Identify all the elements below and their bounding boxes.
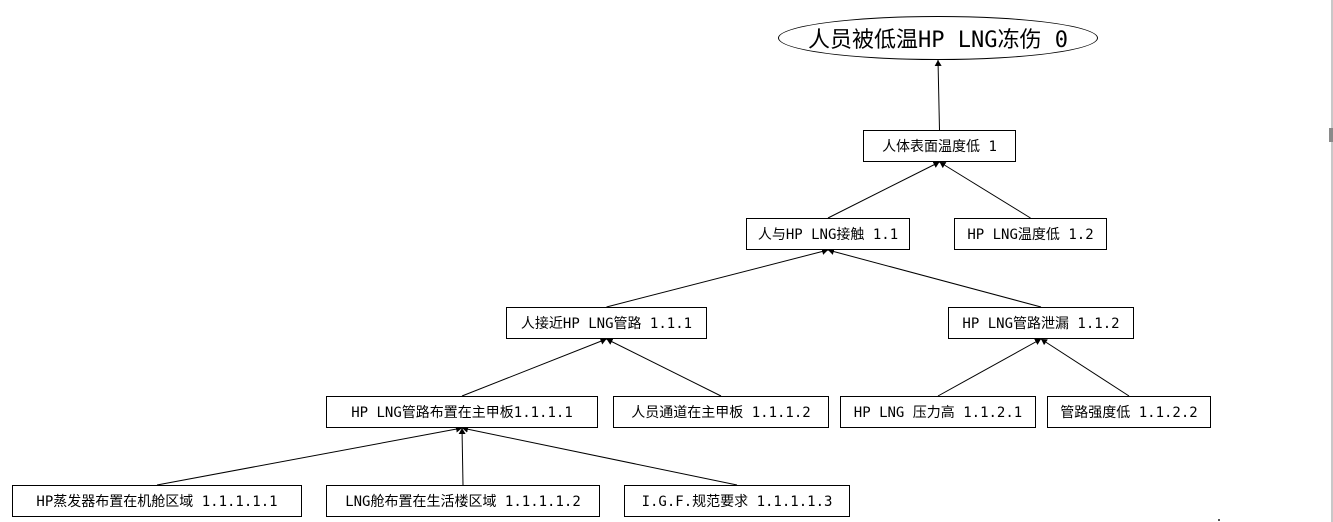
event-node-1-1-1-1-2: LNG舱布置在生活楼区域 1.1.1.1.2 [326,485,600,517]
event-node-1-1-2-1-label: HP LNG 压力高 1.1.2.1 [853,405,1023,421]
event-node-1-1-1-2-label: 人员通道在主甲板 1.1.1.2 [631,405,811,421]
top-event-ellipse: 人员被低温HP LNG冻伤 0 [778,16,1098,60]
connector-arrow-n1112-to-n111 [606,338,722,397]
edge-tick-mark [1329,128,1333,142]
connector-arrow-n11-to-n1 [827,161,940,219]
event-node-1-1-1-label: 人接近HP LNG管路 1.1.1 [520,316,693,332]
connector-arrow-n11113-to-n1111 [461,425,738,486]
event-node-1: 人体表面温度低 1 [863,130,1016,162]
event-node-1-1-2: HP LNG管路泄漏 1.1.2 [948,307,1134,339]
event-node-1-1-1-1-3: I.G.F.规范要求 1.1.1.1.3 [624,485,850,517]
event-node-1-1-2-2-label: 管路强度低 1.1.2.2 [1060,405,1198,421]
window-edge [1331,0,1333,522]
event-node-1-1: 人与HP LNG接触 1.1 [746,218,910,250]
connector-arrow-n1111-to-n111 [461,337,607,397]
connector-arrow-n111-to-n11 [606,248,829,308]
event-node-1-2: HP LNG温度低 1.2 [954,218,1107,250]
event-node-1-1-2-label: HP LNG管路泄漏 1.1.2 [962,316,1120,332]
event-node-1-1-1-1-1: HP蒸发器布置在机舱区域 1.1.1.1.1 [12,485,302,517]
event-node-1-1-2-2: 管路强度低 1.1.2.2 [1047,396,1211,428]
connector-arrow-n11111-to-n1111 [156,425,463,486]
connector-arrow-n1122-to-n112 [1040,338,1130,397]
event-node-1-1-label: 人与HP LNG接触 1.1 [757,227,899,243]
connector-arrow-n1121-to-n112 [937,338,1042,397]
top-event-label: 人员被低温HP LNG冻伤 0 [808,28,1068,53]
event-node-1-label: 人体表面温度低 1 [882,139,997,155]
event-node-1-1-1-2: 人员通道在主甲板 1.1.1.2 [613,396,829,428]
event-node-1-1-2-1: HP LNG 压力高 1.1.2.1 [840,396,1036,428]
event-node-1-1-1-1-label: HP LNG管路布置在主甲板1.1.1.1 [351,405,573,421]
event-node-1-1-1-1-1-label: HP蒸发器布置在机舱区域 1.1.1.1.1 [36,494,278,510]
connector-arrow-n12-to-n1 [939,161,1031,219]
event-node-1-1-1-1-2-label: LNG舱布置在生活楼区域 1.1.1.1.2 [345,494,581,510]
event-node-1-1-1-1-3-label: I.G.F.规范要求 1.1.1.1.3 [641,494,833,510]
stray-dot [1218,519,1220,521]
connector-arrow-n1-to-top [934,59,942,131]
connector-arrow-n11112-to-n1111 [458,427,466,486]
event-node-1-2-label: HP LNG温度低 1.2 [967,227,1094,243]
connector-arrow-n112-to-n11 [827,248,1042,308]
event-node-1-1-1: 人接近HP LNG管路 1.1.1 [506,307,707,339]
event-node-1-1-1-1: HP LNG管路布置在主甲板1.1.1.1 [326,396,598,428]
